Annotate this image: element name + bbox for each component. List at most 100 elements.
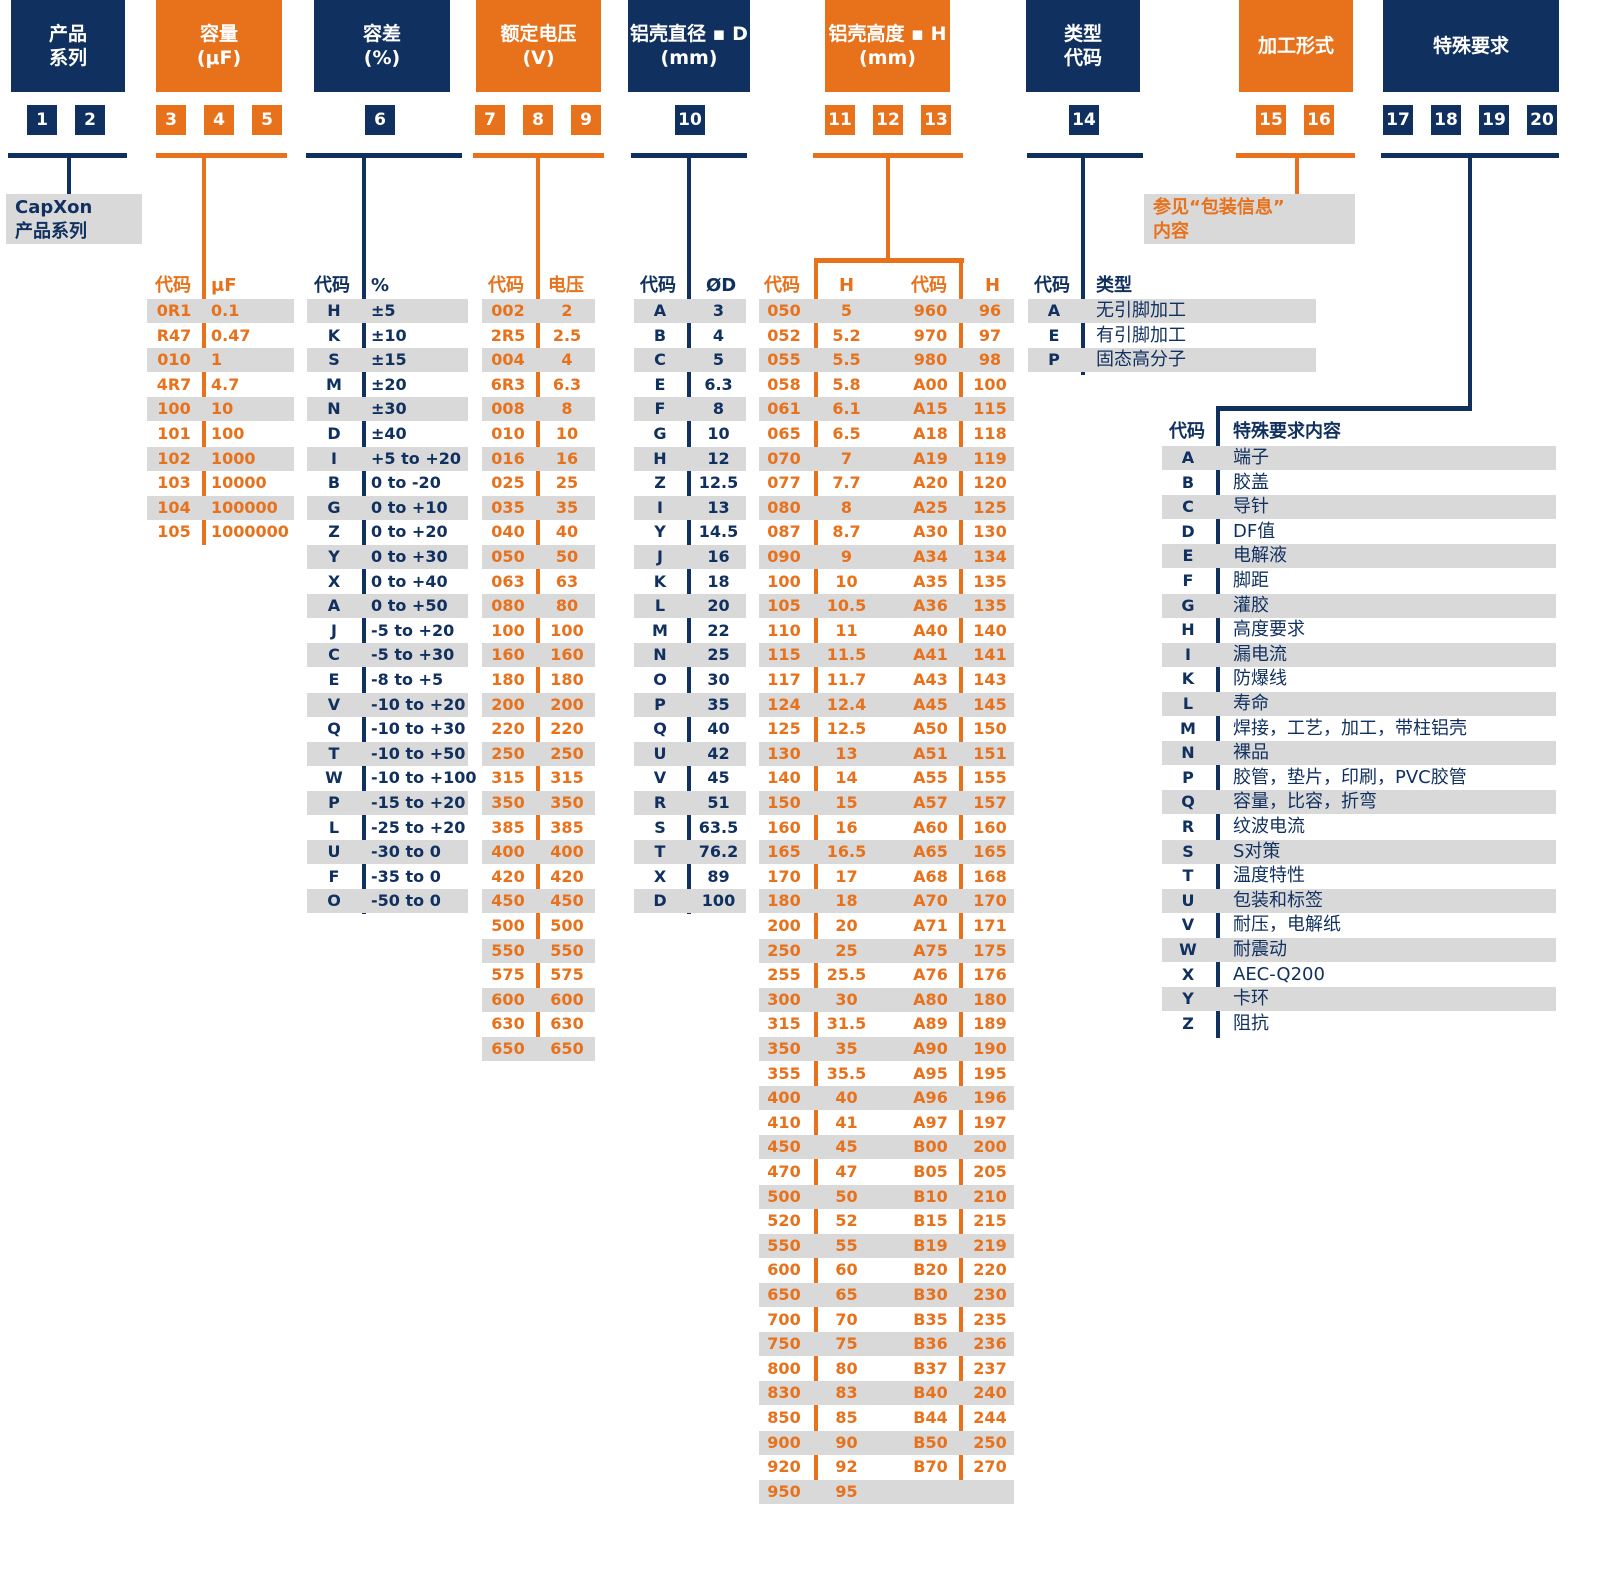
table-cell: Z	[328, 522, 340, 542]
table-cell: 130	[973, 522, 1007, 542]
table-cell: B	[653, 325, 667, 345]
height-box-left	[814, 258, 818, 1504]
table-cell: T	[654, 842, 666, 862]
table-cell: 9	[840, 547, 853, 566]
table-cell: -50 to 0	[371, 891, 441, 911]
table-cell: A	[1181, 448, 1195, 467]
table-cell: 115	[973, 399, 1007, 419]
table-cell: 700	[767, 1309, 801, 1329]
note-line: CapXon	[15, 197, 93, 218]
table-cell: 244	[973, 1408, 1007, 1427]
table-cell: N	[327, 399, 341, 419]
header-line: (V)	[522, 47, 555, 69]
packing-note: 参见“包装信息” 内容	[1144, 194, 1355, 244]
table-cell: 115	[767, 645, 801, 665]
table-cell: 灌胶	[1233, 594, 1269, 616]
table-cell: 0 to +10	[371, 497, 448, 517]
table-cell: 063	[491, 571, 525, 591]
table-cell: 575	[491, 965, 525, 985]
table-cell: 76.2	[698, 842, 739, 862]
table-cell: R	[1181, 817, 1195, 836]
table-cell: 温度特性	[1233, 865, 1305, 887]
table-cell: 165	[767, 842, 801, 862]
table-cell: L	[328, 817, 340, 837]
table-cell: 35	[707, 694, 730, 714]
table-cell: 12	[707, 448, 730, 468]
table-cell: 350	[550, 793, 584, 812]
table-cell: F	[654, 399, 666, 419]
table-cell: 250	[973, 1432, 1007, 1452]
table-cell: 150	[973, 719, 1007, 739]
table-cell: 14.5	[698, 522, 739, 542]
table-cell: 5	[712, 350, 725, 370]
table-cell: 3	[712, 301, 725, 320]
table-cell: 100	[211, 424, 245, 443]
table-cell: 168	[973, 866, 1007, 886]
table-cell: Q	[1181, 792, 1195, 812]
table-cell: G	[653, 424, 667, 443]
table-cell: A76	[913, 965, 948, 985]
table-cell: 630	[550, 1014, 584, 1034]
table-cell: 190	[973, 1039, 1007, 1058]
table-cell: A36	[913, 596, 948, 616]
table-cell: 96	[978, 301, 1002, 320]
table-cell: A00	[913, 374, 948, 394]
table-cell: 18	[707, 571, 730, 591]
table-cell: 500	[550, 916, 584, 935]
table-cell: 141	[973, 645, 1007, 665]
table-cell: 550	[491, 940, 525, 960]
table-cell: U	[327, 842, 341, 862]
position-number: 10	[675, 105, 705, 135]
table-cell: 100	[157, 399, 191, 419]
table-cell: A75	[913, 940, 948, 960]
table-cell: 阻抗	[1233, 1012, 1269, 1034]
table-cell: 30	[835, 989, 858, 1009]
table-cell: 42	[707, 743, 730, 763]
table-cell	[903, 1480, 958, 1504]
table-cell: 750	[767, 1334, 801, 1354]
table-cell: 8	[561, 399, 573, 419]
table-cell: 0 to +20	[371, 522, 448, 542]
position-number: 12	[873, 105, 903, 135]
series-note: CapXon 产品系列	[6, 194, 142, 244]
table-cell: 11.5	[826, 645, 867, 665]
connector-line	[1081, 153, 1085, 375]
table-cell: A57	[913, 793, 948, 812]
table-cell: X	[1181, 964, 1195, 984]
note-line: 内容	[1153, 221, 1189, 242]
table-cell: M	[1180, 718, 1196, 738]
table-row: I+5 to +20	[307, 446, 468, 471]
table-cell: 065	[767, 424, 801, 443]
table-cell: 6.1	[832, 399, 861, 419]
table-cell: W	[325, 768, 343, 788]
table-cell: 8.7	[832, 522, 861, 542]
table-cell: 470	[767, 1162, 801, 1181]
table-cell: F	[1182, 571, 1194, 590]
position-number: 6	[365, 105, 395, 135]
table-cell: 63.5	[698, 817, 739, 837]
table-cell: A70	[913, 891, 948, 911]
table-cell: 100000	[211, 497, 278, 517]
table-cell: B36	[913, 1334, 948, 1354]
